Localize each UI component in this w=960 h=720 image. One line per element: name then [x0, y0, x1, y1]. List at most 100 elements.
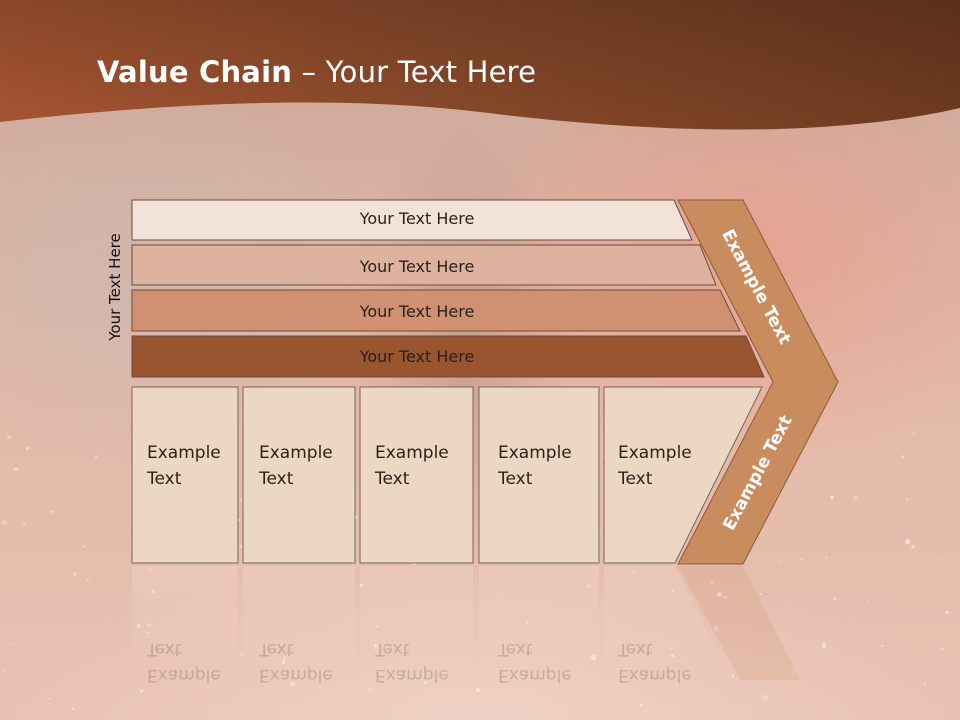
bar-3[interactable] — [131, 289, 741, 332]
sparkle-dot — [47, 697, 50, 700]
reflection-5-line1: Example — [618, 665, 692, 685]
sparkle-dot — [945, 611, 949, 615]
sparkle-dot — [953, 434, 956, 437]
reflection-4-line2: Text — [498, 639, 533, 659]
sparkle-dot — [732, 674, 735, 677]
sparkle-dot — [793, 670, 797, 674]
sparkle-dot — [368, 688, 372, 691]
box-1-line1: Example — [147, 443, 221, 463]
bar-2[interactable] — [131, 244, 717, 286]
sparkle-dot — [352, 563, 354, 565]
sparkle-dot — [751, 712, 754, 714]
sparkle-dot — [841, 453, 843, 455]
box-reflection-4: Example Text — [498, 636, 572, 688]
box-reflection-3: Example Text — [375, 636, 449, 688]
sparkle-dot — [7, 435, 11, 439]
sparkle-dot — [780, 561, 783, 564]
sparkle-dot — [240, 652, 243, 656]
sparkle-dot — [23, 522, 27, 526]
box-5-line2: Text — [618, 469, 653, 489]
bar-4[interactable] — [131, 335, 765, 378]
sparkle-dot — [910, 545, 916, 550]
sparkle-dot — [825, 555, 828, 559]
sparkle-dot — [713, 625, 718, 631]
diagram-reflection — [132, 566, 800, 686]
sparkle-dot — [866, 600, 870, 603]
sparkle-dot — [528, 686, 532, 690]
box-reflection-5: Example Text — [618, 636, 692, 688]
sparkle-dot — [82, 544, 86, 549]
reflection-3-line2: Text — [375, 639, 410, 659]
sparkle-dot — [906, 498, 908, 501]
sparkle-dot — [13, 467, 18, 471]
sparkle-dot — [602, 456, 605, 459]
box-5-line1: Example — [618, 443, 692, 463]
reflection-1-line2: Text — [147, 639, 182, 659]
box-reflection-1: Example Text — [147, 636, 221, 688]
sparkle-dot — [640, 703, 644, 707]
sparkle-dot — [26, 447, 29, 450]
sparkle-dot — [900, 455, 904, 459]
activity-box-2[interactable] — [242, 386, 356, 564]
sparkle-dot — [709, 580, 715, 585]
sparkle-dot — [691, 597, 693, 600]
sparkle-dot — [844, 564, 847, 567]
box-4-line2: Text — [498, 469, 533, 489]
sparkle-dot — [833, 597, 836, 601]
sparkle-dot — [35, 453, 38, 455]
reflection-1-line1: Example — [147, 665, 221, 685]
sparkle-dot — [830, 495, 835, 500]
reflection-2-line1: Example — [259, 665, 333, 685]
activity-box-3[interactable] — [359, 386, 474, 564]
header-band — [0, 0, 960, 130]
activity-box-1[interactable] — [131, 386, 239, 564]
sparkle-dot — [94, 455, 99, 459]
sparkle-dot — [239, 544, 243, 548]
sparkle-dot — [86, 578, 89, 581]
sparkle-dot — [139, 689, 144, 693]
reflection-4-line1: Example — [498, 665, 572, 685]
sparkle-dot — [72, 707, 75, 710]
reflection-2-line2: Text — [259, 639, 294, 659]
sparkle-dot — [424, 702, 426, 704]
sparkle-dot — [905, 538, 910, 544]
sparkle-dot — [717, 592, 722, 597]
sparkle-dot — [476, 688, 481, 692]
sparkle-dot — [1, 519, 7, 525]
sparkle-dot — [724, 596, 728, 600]
sparkle-dot — [941, 557, 943, 559]
bar-label-2: Your Text Here — [359, 257, 475, 276]
sparkle-dot — [73, 572, 77, 576]
sparkle-dot — [100, 625, 103, 629]
sparkle-dot — [853, 495, 859, 501]
box-reflection-2: Example Text — [259, 636, 333, 688]
sparkle-dot — [800, 558, 804, 562]
sparkle-dot — [913, 431, 916, 435]
sparkle-dot — [880, 644, 884, 648]
box-1-line2: Text — [147, 469, 182, 489]
sparkle-dot — [821, 643, 827, 648]
activity-box-5[interactable] — [603, 386, 763, 564]
activity-box-4[interactable] — [478, 386, 600, 564]
title-rest: – Your Text Here — [292, 55, 537, 89]
sparkle-dot — [940, 646, 945, 651]
sparkle-dot — [757, 685, 760, 687]
bar-label-4: Your Text Here — [359, 347, 475, 366]
box-4-line1: Example — [498, 443, 572, 463]
box-2-line2: Text — [259, 469, 294, 489]
sparkle-dot — [2, 669, 5, 672]
chevron-arrow[interactable] — [677, 199, 839, 565]
sparkle-dot — [353, 515, 358, 519]
bar-1[interactable] — [131, 199, 693, 241]
reflection-3-line1: Example — [375, 665, 449, 685]
reflection-5-line2: Text — [618, 639, 653, 659]
sparkle-dot — [762, 695, 768, 701]
page-title: Value Chain – Your Text Here — [97, 55, 536, 89]
bar-label-1: Your Text Here — [359, 209, 475, 228]
